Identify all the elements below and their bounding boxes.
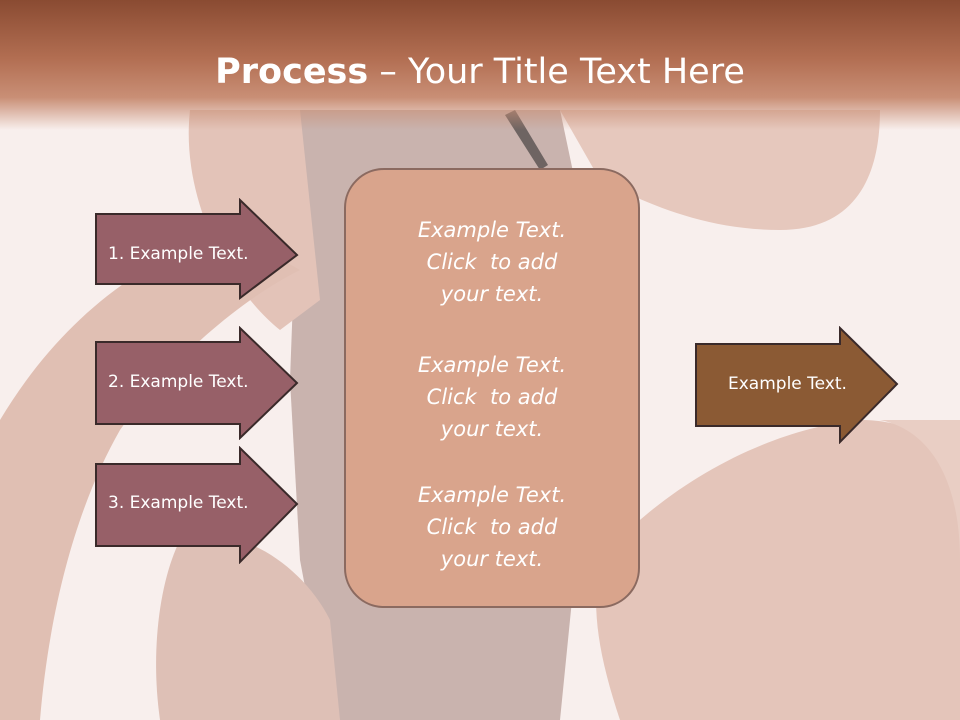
text-line: Example Text. — [417, 218, 567, 242]
arrow-shape — [695, 326, 899, 444]
arrow-shape — [95, 446, 299, 564]
right-arrow-label: Example Text. — [728, 374, 847, 394]
left-arrow-1[interactable]: 1. Example Text. — [94, 198, 300, 300]
text-line: Click to add — [426, 250, 558, 274]
text-line: Example Text. — [417, 483, 567, 507]
text-line: your text. — [440, 282, 544, 306]
center-text-block-1[interactable]: Example Text. Click to add your text. — [346, 214, 638, 310]
left-arrow-label: 2. Example Text. — [108, 372, 249, 392]
slide-title[interactable]: Process – Your Title Text Here — [0, 52, 960, 92]
center-text-block-2[interactable]: Example Text. Click to add your text. — [346, 349, 638, 445]
left-arrow-label: 3. Example Text. — [108, 493, 249, 513]
text-line: Example Text. — [417, 353, 567, 377]
left-arrow-2[interactable]: 2. Example Text. — [94, 326, 300, 440]
text-line: your text. — [440, 417, 544, 441]
arrow-shape — [95, 326, 299, 440]
center-text-box[interactable]: Example Text. Click to add your text. Ex… — [344, 168, 640, 608]
title-rest: – Your Title Text Here — [368, 52, 745, 92]
right-arrow[interactable]: Example Text. — [694, 326, 900, 444]
title-bold: Process — [215, 52, 369, 92]
left-arrow-3[interactable]: 3. Example Text. — [94, 446, 300, 564]
center-text-block-3[interactable]: Example Text. Click to add your text. — [346, 479, 638, 575]
arrow-shape — [95, 198, 299, 300]
left-arrow-label: 1. Example Text. — [108, 244, 249, 264]
text-line: Click to add — [426, 385, 558, 409]
header-band — [0, 0, 960, 130]
text-line: Click to add — [426, 515, 558, 539]
text-line: your text. — [440, 547, 544, 571]
